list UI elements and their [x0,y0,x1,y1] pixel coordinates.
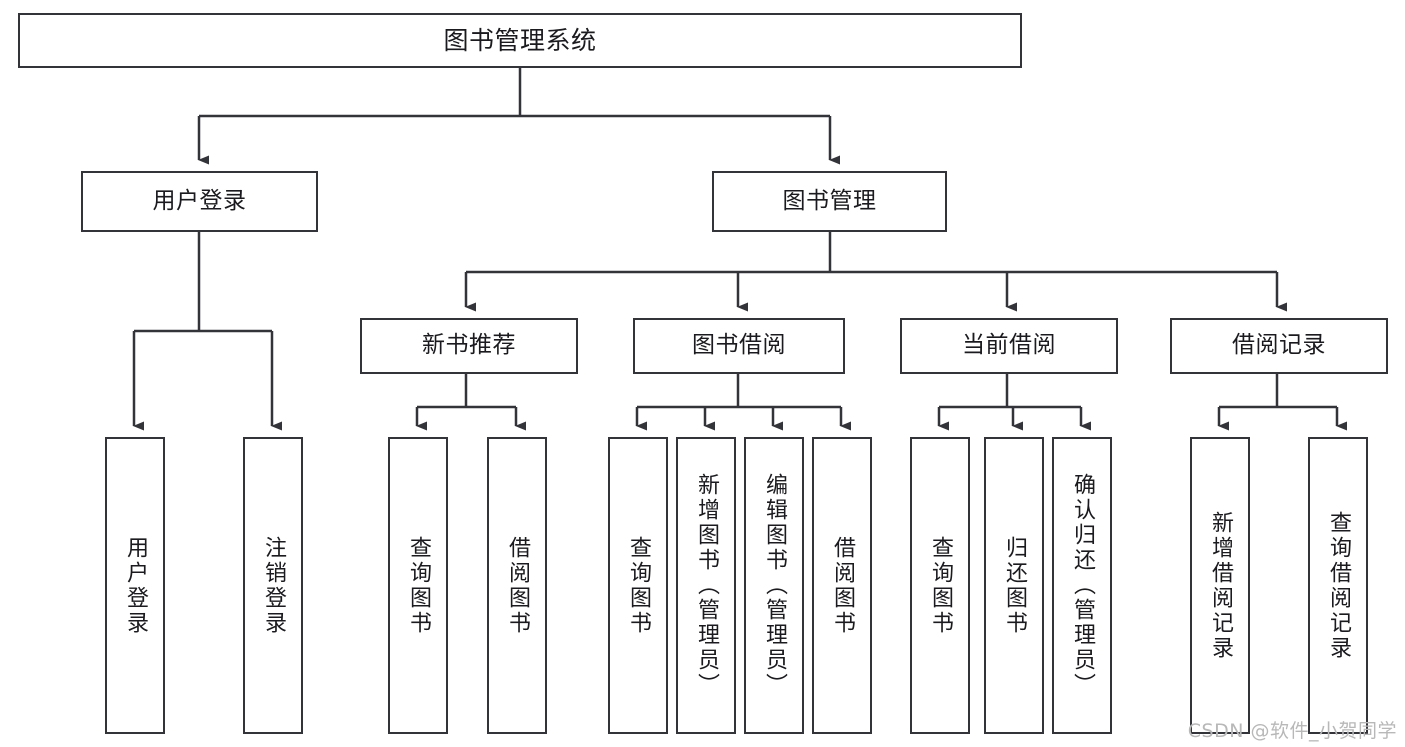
node-leaf-add-book-label: 新增图书（管理员） [694,473,719,698]
node-user-login-label: 用户登录 [152,187,247,214]
node-leaf-borrow-book-1[interactable]: 借阅图书 [487,437,547,734]
node-leaf-query-book-2-label: 查询图书 [626,535,651,636]
node-leaf-return-book[interactable]: 归还图书 [984,437,1044,734]
node-leaf-query-book-1-label: 查询图书 [406,535,431,636]
node-leaf-return-book-label: 归还图书 [1002,535,1027,636]
node-leaf-user-login-label: 用户登录 [123,535,148,636]
node-leaf-query-book-3[interactable]: 查询图书 [910,437,970,734]
node-new-book-rec[interactable]: 新书推荐 [360,318,578,374]
node-leaf-user-login[interactable]: 用户登录 [105,437,165,734]
node-leaf-edit-book-label: 编辑图书（管理员） [762,473,787,698]
node-leaf-borrow-book-1-label: 借阅图书 [505,535,530,636]
node-current-borrow[interactable]: 当前借阅 [900,318,1118,374]
node-leaf-edit-book[interactable]: 编辑图书（管理员） [744,437,804,734]
node-borrow-record-label: 借阅记录 [1232,332,1326,359]
node-borrow-record[interactable]: 借阅记录 [1170,318,1388,374]
node-book-borrow-label: 图书借阅 [692,332,786,359]
node-leaf-query-book-3-label: 查询图书 [928,535,953,636]
node-current-borrow-label: 当前借阅 [962,332,1056,359]
node-root-图书管理系统[interactable]: 图书管理系统 [18,13,1022,68]
node-leaf-borrow-book-2[interactable]: 借阅图书 [812,437,872,734]
node-leaf-confirm-return-label: 确认归还（管理员） [1070,473,1095,698]
node-leaf-query-book-2[interactable]: 查询图书 [608,437,668,734]
node-user-login[interactable]: 用户登录 [81,171,318,232]
node-leaf-borrow-book-2-label: 借阅图书 [830,535,855,636]
node-leaf-add-record[interactable]: 新增借阅记录 [1190,437,1250,734]
node-book-borrow[interactable]: 图书借阅 [633,318,845,374]
node-leaf-query-book-1[interactable]: 查询图书 [388,437,448,734]
node-leaf-confirm-return[interactable]: 确认归还（管理员） [1052,437,1112,734]
node-leaf-query-record[interactable]: 查询借阅记录 [1308,437,1368,734]
node-leaf-add-record-label: 新增借阅记录 [1208,510,1233,661]
node-root-图书管理系统-label: 图书管理系统 [443,25,597,55]
node-leaf-logout[interactable]: 注销登录 [243,437,303,734]
node-new-book-rec-label: 新书推荐 [422,332,516,359]
node-leaf-query-record-label: 查询借阅记录 [1326,510,1351,661]
node-book-manage-label: 图书管理 [782,187,877,214]
node-book-manage[interactable]: 图书管理 [712,171,947,232]
node-leaf-logout-label: 注销登录 [261,535,286,636]
node-leaf-add-book[interactable]: 新增图书（管理员） [676,437,736,734]
